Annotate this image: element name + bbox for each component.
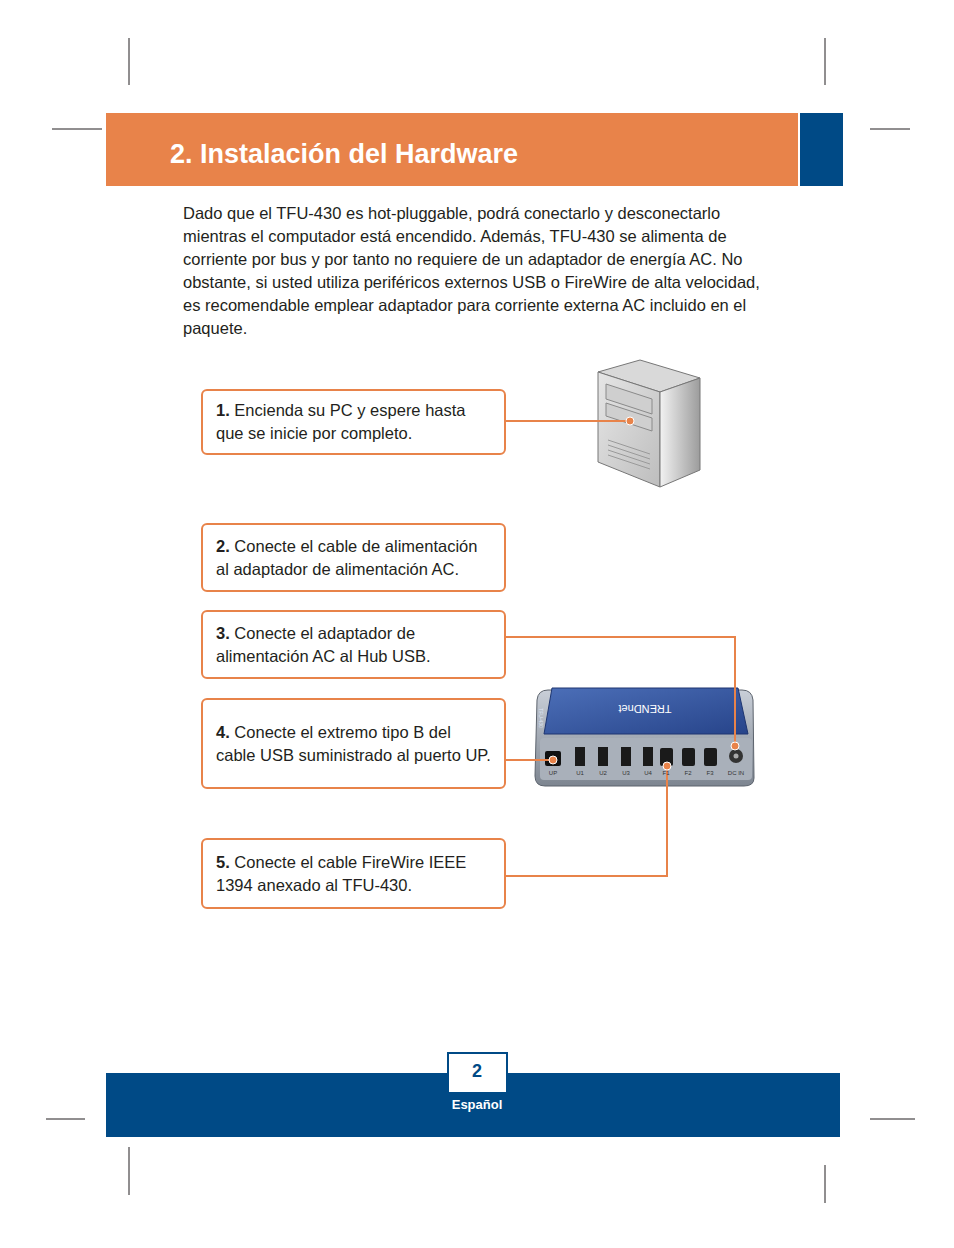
leader-lines (506, 421, 735, 876)
header-bar (106, 113, 798, 186)
step-number: 5. (216, 853, 230, 871)
crop-marks (46, 38, 915, 1203)
page-title: 2. Instalación del Hardware (170, 139, 518, 170)
step-number: 4. (216, 723, 230, 741)
step-box: 4. Conecte el extremo tipo B del cable U… (201, 698, 506, 789)
step-box: 5. Conecte el cable FireWire IEEE 1394 a… (201, 838, 506, 909)
usb-hub (535, 688, 754, 786)
step-number: 1. (216, 401, 230, 419)
language-label: Español (452, 1097, 503, 1112)
port-label: UP (549, 770, 557, 776)
model-label: TFU-430 (538, 708, 544, 728)
port-label: U4 (644, 770, 652, 776)
page-number: 2 (472, 1061, 482, 1082)
step-text: Conecte el adaptador de alimentación AC … (216, 624, 431, 665)
port-label: U3 (622, 770, 630, 776)
step-box: 2. Conecte el cable de alimentación al a… (201, 523, 506, 592)
brand-logo: TRENDnet (618, 703, 671, 715)
step-number: 3. (216, 624, 230, 642)
step-text: Conecte el cable FireWire IEEE 1394 anex… (216, 853, 466, 894)
step-text: Conecte el extremo tipo B del cable USB … (216, 723, 491, 764)
port-label: U2 (599, 770, 607, 776)
port-label: U1 (576, 770, 584, 776)
step-text: Encienda su PC y espere hasta que se ini… (216, 401, 466, 442)
header-block (800, 113, 843, 186)
port-label: F3 (706, 770, 713, 776)
intro-paragraph: Dado que el TFU-430 es hot-pluggable, po… (183, 202, 775, 340)
port-label: DC IN (728, 770, 744, 776)
step-text: Conecte el cable de alimentación al adap… (216, 537, 477, 578)
step-number: 2. (216, 537, 230, 555)
step-box: 3. Conecte el adaptador de alimentación … (201, 610, 506, 679)
page-number-box (448, 1053, 507, 1093)
leader-dots (549, 417, 739, 770)
port-label: F2 (684, 770, 691, 776)
step-box: 1. Encienda su PC y espere hasta que se … (201, 389, 506, 455)
port-label: F1 (662, 770, 669, 776)
pc-tower (598, 360, 700, 487)
